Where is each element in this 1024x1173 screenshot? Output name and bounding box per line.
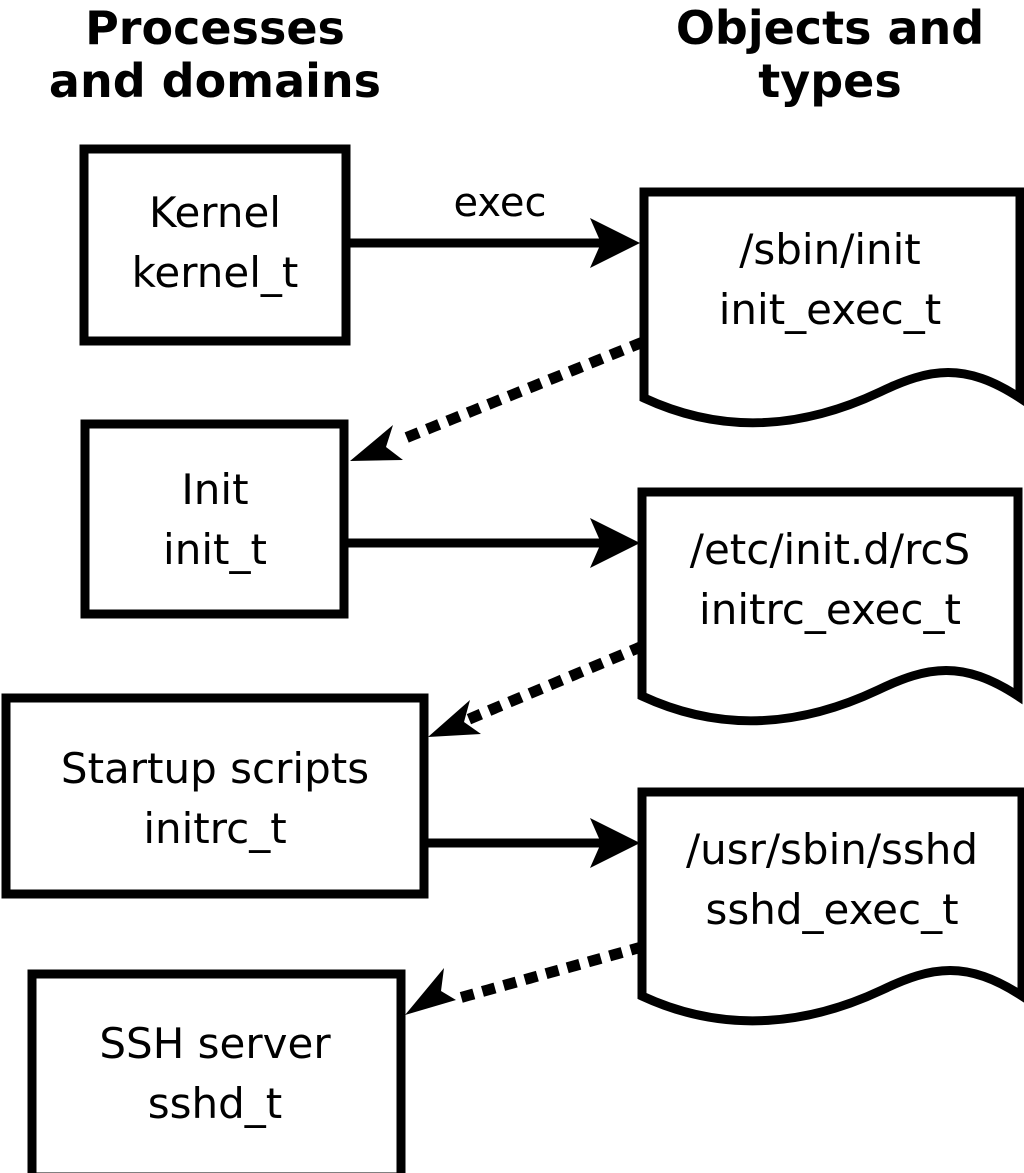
edge-init-exec-to-init	[350, 336, 646, 461]
edge-line-initrc-exec-to-initrc	[466, 640, 646, 725]
object-node-sbin-init-path: /sbin/init	[739, 225, 921, 274]
process-node-ssh-server-box[interactable]	[27, 969, 406, 1173]
right-column-header: Objects and types	[676, 1, 984, 108]
process-node-startup-scripts-type: initrc_t	[143, 804, 286, 853]
process-node-startup-scripts[interactable]: Startup scripts initrc_t	[1, 693, 429, 899]
left-column-header-line2: and domains	[49, 54, 381, 108]
right-column-header-line1: Objects and	[676, 1, 984, 55]
left-column-header-line1: Processes	[85, 1, 345, 55]
arrow-head-sshd-exec-to-sshd	[405, 968, 456, 1015]
process-node-ssh-server-name: SSH server	[99, 1019, 331, 1068]
left-column-header: Processes and domains	[49, 1, 381, 108]
arrow-head-initrc-to-sshd-exec	[590, 818, 640, 868]
object-node-sbin-init[interactable]: /sbin/init init_exec_t	[639, 187, 1024, 428]
edge-kernel-to-init-exec: exec	[350, 180, 640, 268]
process-node-startup-scripts-name: Startup scripts	[61, 744, 369, 793]
edge-sshd-exec-to-sshd	[405, 941, 645, 1015]
object-node-etc-initd-rcs-path: /etc/init.d/rcS	[690, 525, 970, 574]
process-node-startup-scripts-box[interactable]	[1, 693, 429, 899]
process-node-kernel-type: kernel_t	[132, 248, 299, 297]
object-node-usr-sbin-sshd-path: /usr/sbin/sshd	[686, 825, 978, 874]
process-node-kernel-name: Kernel	[149, 188, 281, 237]
process-node-ssh-server[interactable]: SSH server sshd_t	[27, 969, 406, 1173]
object-node-sbin-init-document[interactable]	[639, 187, 1024, 428]
edge-initrc-to-sshd-exec	[428, 818, 640, 868]
edge-init-to-initrc-exec	[348, 518, 640, 568]
process-node-init-box[interactable]	[80, 419, 349, 619]
arrow-head-initrc-exec-to-initrc	[428, 700, 481, 737]
edge-line-init-exec-to-init	[390, 336, 646, 449]
process-node-ssh-server-type: sshd_t	[148, 1079, 283, 1128]
arrow-head-exec	[590, 218, 640, 268]
object-node-usr-sbin-sshd-document[interactable]	[637, 787, 1024, 1026]
object-node-usr-sbin-sshd-type: sshd_exec_t	[705, 885, 958, 934]
process-node-init[interactable]: Init init_t	[80, 419, 349, 619]
process-node-kernel[interactable]: Kernel kernel_t	[79, 144, 351, 346]
process-node-init-name: Init	[181, 465, 248, 514]
object-node-etc-initd-rcs[interactable]: /etc/init.d/rcS initrc_exec_t	[637, 487, 1023, 726]
edge-line-sshd-exec-to-sshd	[445, 941, 645, 1007]
edge-label-exec: exec	[454, 180, 547, 226]
arrow-head-init-to-initrc-exec	[590, 518, 640, 568]
process-node-init-type: init_t	[163, 525, 267, 574]
object-node-etc-initd-rcs-type: initrc_exec_t	[699, 585, 961, 634]
object-node-etc-initd-rcs-document[interactable]	[637, 487, 1023, 726]
object-node-usr-sbin-sshd[interactable]: /usr/sbin/sshd sshd_exec_t	[637, 787, 1024, 1026]
arrow-head-init-exec-to-init	[350, 425, 403, 461]
object-node-sbin-init-type: init_exec_t	[719, 285, 942, 334]
process-node-kernel-box[interactable]	[79, 144, 351, 346]
edge-initrc-exec-to-initrc	[428, 640, 646, 737]
right-column-header-line2: types	[758, 54, 901, 108]
